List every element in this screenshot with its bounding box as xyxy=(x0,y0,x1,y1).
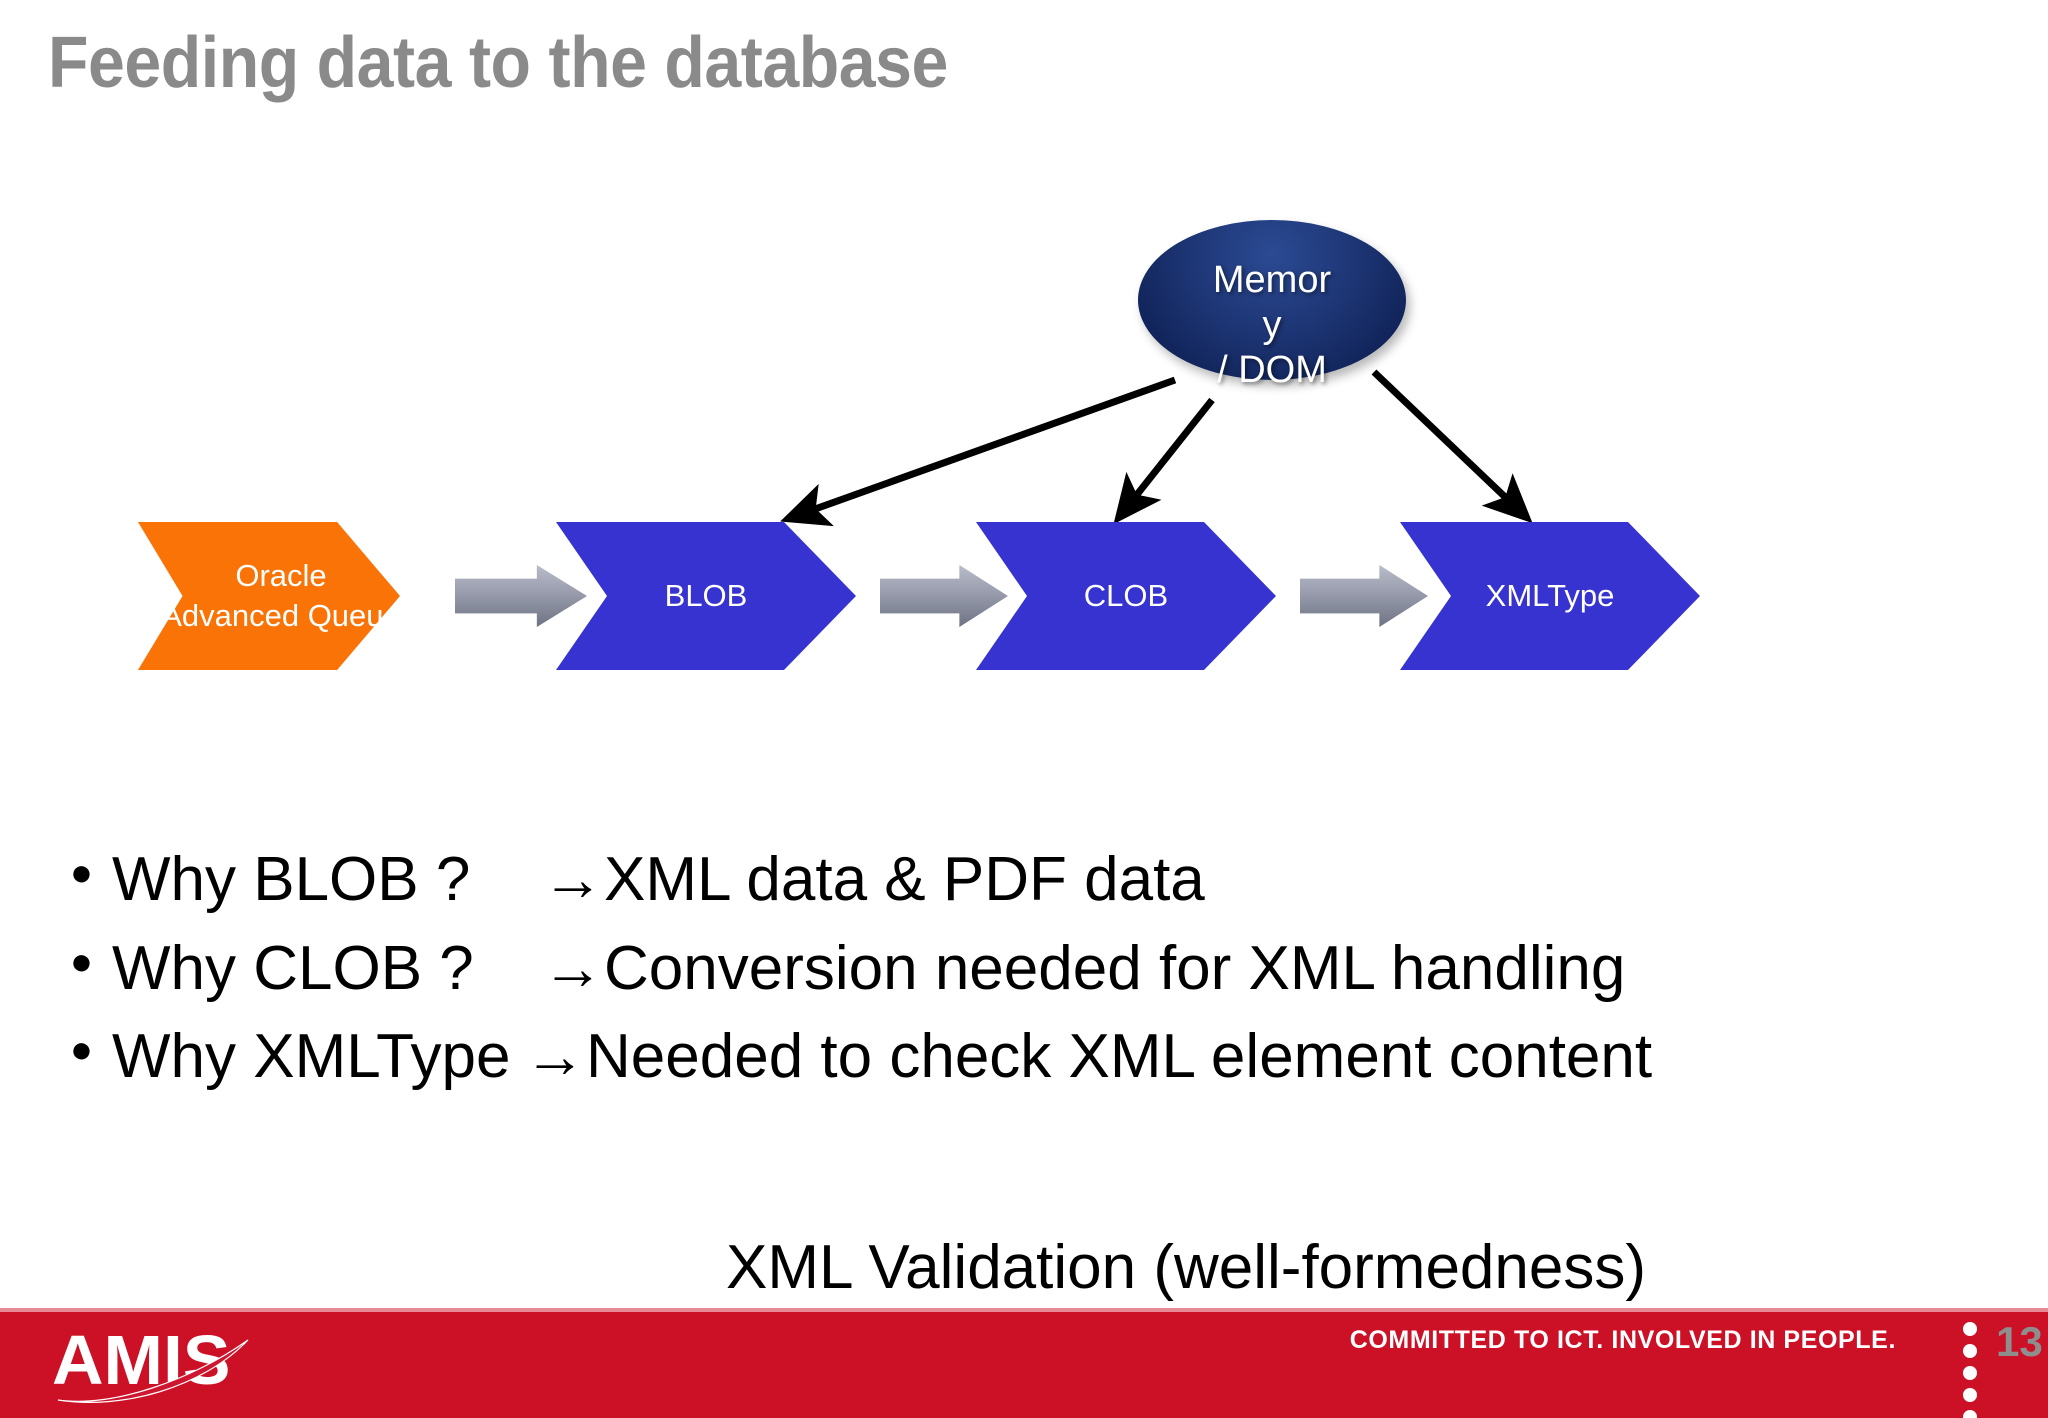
page-number: 13 xyxy=(1996,1318,2043,1365)
node-aq-label-line-1: Oracle xyxy=(235,558,327,594)
pipeline-diagram: Memor y / DOM Oracle Advanced Queue BLOB… xyxy=(138,220,1700,670)
footer-dot-icon xyxy=(1963,1322,1977,1336)
footer-dot-icon xyxy=(1963,1344,1977,1358)
list-item-content: Why XMLType → Needed to check XML elemen… xyxy=(112,1017,2030,1098)
list-item-label: Why BLOB ? xyxy=(112,845,471,914)
list-item-text: Conversion needed for XML handling xyxy=(604,933,1626,1003)
footer-dots-decoration xyxy=(1963,1322,1985,1418)
right-arrow-icon: → xyxy=(542,845,604,914)
amis-logo-text: AMIS xyxy=(52,1322,230,1399)
list-item-content: Why CLOB ? → Conversion needed for XML h… xyxy=(112,929,2030,1010)
bullet-dot-icon: ● xyxy=(70,1029,93,1072)
node-aq-label: Oracle Advanced Queue xyxy=(161,556,401,635)
list-item-text: XML data & PDF data xyxy=(604,845,1205,914)
footer-hairline xyxy=(0,1308,2048,1312)
right-arrow-icon: → xyxy=(524,1022,586,1092)
right-arrow-icon: → xyxy=(542,933,604,1003)
list-item: ● Why XMLType → Needed to check XML elem… xyxy=(70,1017,2030,1098)
final-note-text: XML Validation (well-formedness) xyxy=(726,1233,1647,1302)
connector-arrows xyxy=(780,369,1533,527)
node-blob-label: BLOB xyxy=(664,578,748,614)
connector-memory-to-xmltype xyxy=(1371,369,1533,524)
node-blob[interactable]: BLOB xyxy=(556,522,856,670)
bullet-dot-icon: ● xyxy=(70,852,93,894)
list-item-content: Why BLOB ? → XML data & PDF data xyxy=(112,840,2030,921)
amis-swoosh-icon xyxy=(57,1339,249,1403)
list-item-label: Why XMLType xyxy=(112,1022,511,1092)
footer-bar xyxy=(0,1312,2048,1418)
node-clob[interactable]: CLOB xyxy=(976,522,1276,670)
footer-dot-icon xyxy=(1963,1388,1977,1402)
bullet-list: ● Why BLOB ? → XML data & PDF data ● Why… xyxy=(70,840,2030,1106)
list-item: ● Why CLOB ? → Conversion needed for XML… xyxy=(70,929,2030,1010)
amis-logo: AMIS xyxy=(52,1322,249,1403)
list-item: ● Why BLOB ? → XML data & PDF data xyxy=(70,840,2030,921)
node-xmltype[interactable]: XMLType xyxy=(1400,522,1700,670)
footer-tagline: COMMITTED TO ICT. INVOLVED IN PEOPLE. xyxy=(1349,1326,1896,1354)
footer-dot-icon xyxy=(1963,1366,1977,1380)
page-title: Feeding data to the database xyxy=(48,23,948,103)
connector-memory-to-blob xyxy=(780,376,1177,527)
footer-dot-icon xyxy=(1963,1410,1977,1418)
node-oracle-advanced-queue[interactable]: Oracle Advanced Queue xyxy=(138,522,401,670)
bullet-dot-icon: ● xyxy=(70,940,93,983)
node-xmltype-label: XMLType xyxy=(1485,578,1615,614)
memory-dom-node[interactable] xyxy=(1138,220,1406,380)
node-clob-label: CLOB xyxy=(1083,578,1169,614)
list-item-text: Needed to check XML element content xyxy=(586,1022,1653,1092)
connector-memory-to-clob xyxy=(1113,397,1215,525)
node-aq-label-line-2: Advanced Queue xyxy=(161,598,401,633)
list-item-label: Why CLOB ? xyxy=(112,933,474,1003)
